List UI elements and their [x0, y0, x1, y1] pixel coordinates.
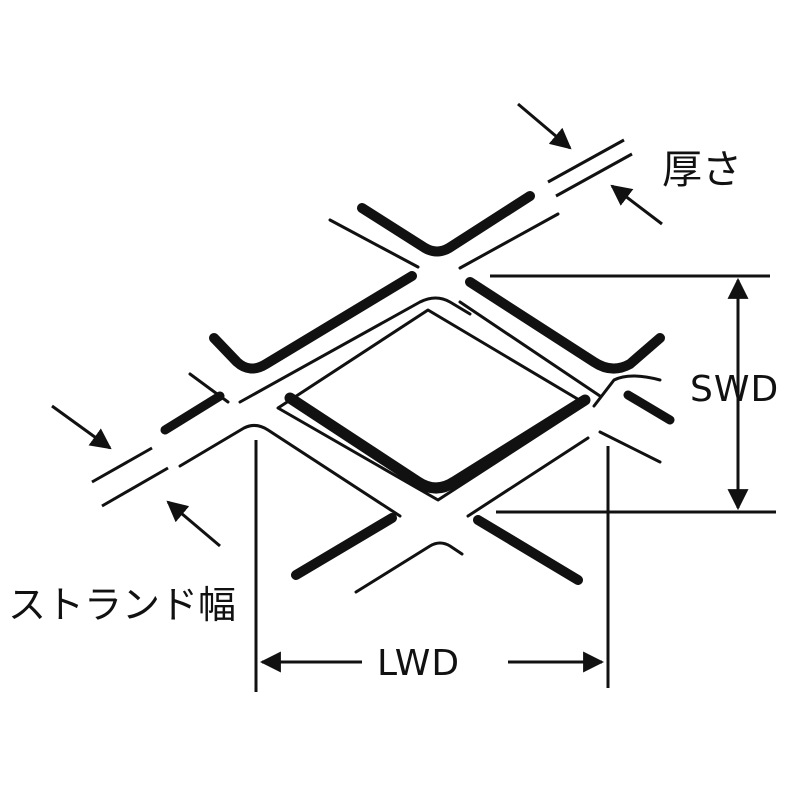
thickness-line-upper	[547, 138, 625, 184]
strand-right-thin	[458, 300, 602, 398]
strand-top-dark	[357, 191, 535, 257]
strand-lower-left-thin	[354, 541, 464, 594]
strand-left-thin	[178, 423, 402, 518]
swd-label: SWD	[690, 369, 780, 410]
thickness-label: 厚さ	[662, 147, 742, 193]
strand-top-right-thin	[458, 212, 560, 270]
strand-right-joint-thin	[592, 374, 662, 408]
lwd-label: LWD	[377, 643, 461, 684]
strand-far-right-dark	[623, 390, 675, 425]
thickness-line-lower	[555, 152, 633, 198]
strand-middle-thin	[238, 296, 472, 404]
strand-left-dark	[160, 391, 225, 435]
strand-width-arrow-lower-icon	[166, 500, 221, 548]
thickness-arrow-upper-icon	[517, 102, 572, 150]
diamond-center-thin	[276, 308, 588, 502]
thickness-indicator	[517, 102, 663, 226]
strand-width-label: ストランド幅	[8, 583, 237, 627]
lwd-dimension	[254, 440, 610, 692]
strand-width-line-lower	[101, 466, 169, 508]
strand-right-dark	[465, 277, 665, 374]
thickness-arrow-lower-icon	[610, 184, 663, 226]
diamond-center-dark	[284, 392, 591, 494]
strand-width-line-upper	[91, 446, 153, 484]
strand-lower-right-dark	[473, 515, 583, 585]
strand-width-indicator	[51, 404, 221, 548]
strand-top-thin	[328, 218, 420, 269]
strand-upper-left-dark	[209, 271, 417, 374]
strand-far-right-thin	[598, 430, 662, 464]
strand-lower-left-dark	[291, 513, 397, 580]
swd-dimension	[490, 274, 776, 514]
strand-width-arrow-upper-icon	[51, 404, 112, 450]
strand-lower-right-thin	[466, 436, 590, 518]
mesh-strands	[160, 191, 675, 594]
